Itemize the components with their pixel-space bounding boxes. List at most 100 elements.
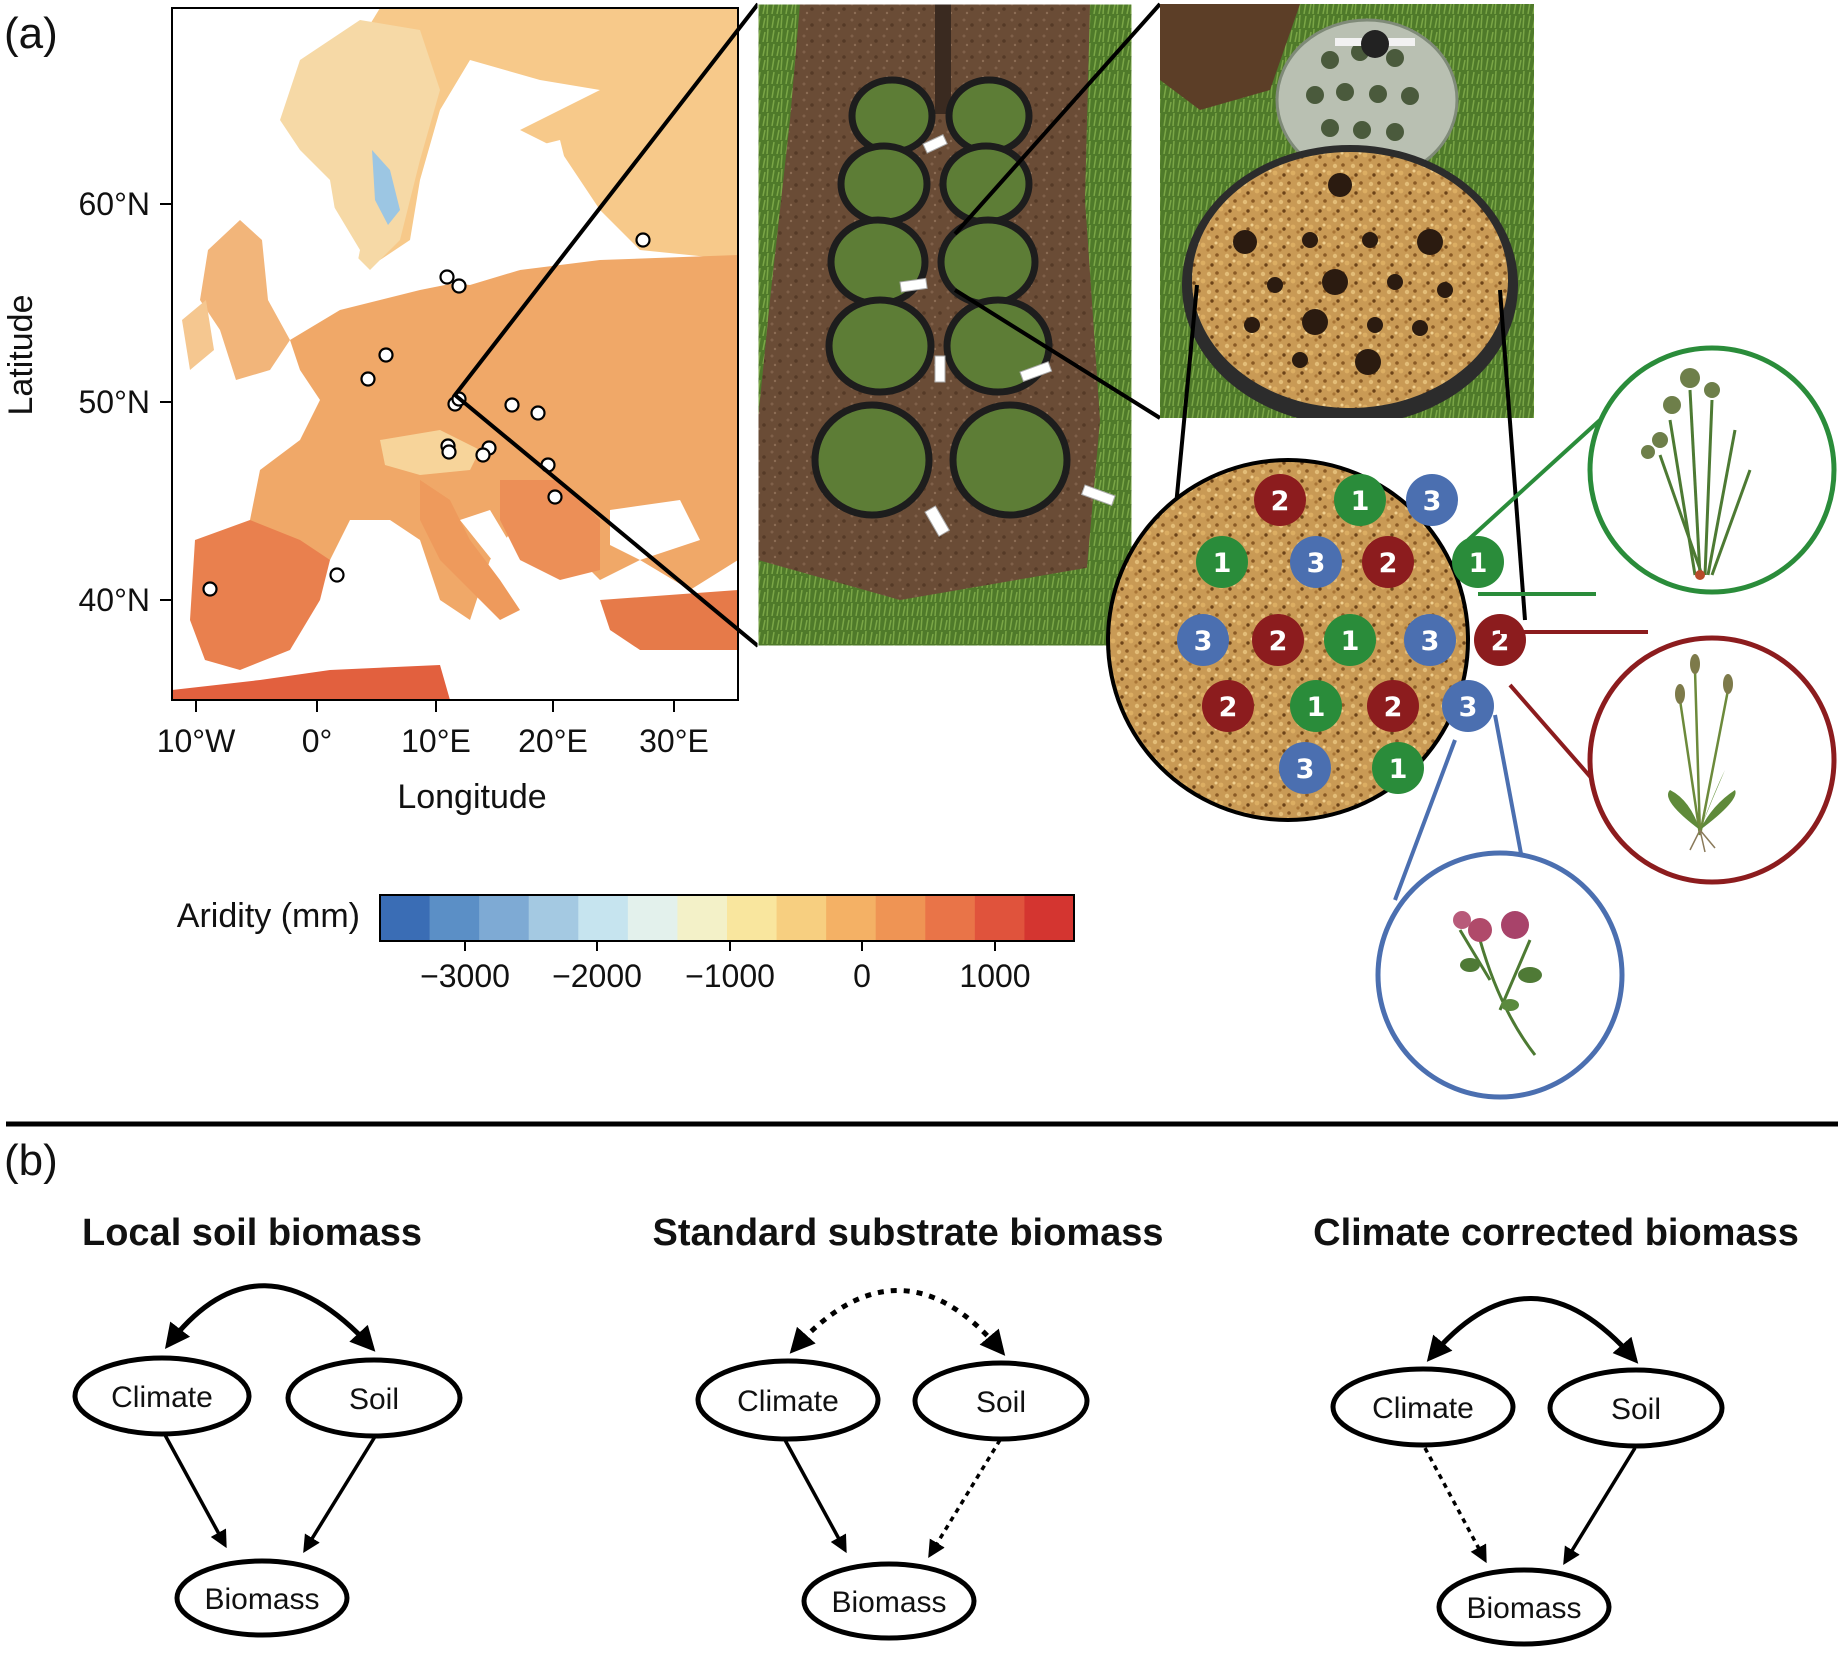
edge-soil-biomass bbox=[1563, 1447, 1637, 1565]
node-soil-label: Soil bbox=[349, 1383, 399, 1416]
node-biomass-label: Biomass bbox=[204, 1583, 319, 1616]
land-africa bbox=[172, 665, 450, 700]
colorbar-swatch bbox=[727, 895, 778, 941]
species-badge bbox=[1406, 474, 1458, 526]
site-marker bbox=[329, 567, 345, 583]
species-badge-number: 2 bbox=[1384, 692, 1403, 723]
species-badge-number: 2 bbox=[1379, 548, 1398, 579]
lon-tick-20e: 20°E bbox=[518, 723, 588, 759]
map-frame bbox=[171, 7, 739, 701]
node-climate bbox=[1330, 1366, 1516, 1448]
dag-local-soil-biomass: Local soil biomass Climate Soil Biomass bbox=[72, 1212, 463, 1638]
edge-climate-soil bbox=[1426, 1296, 1639, 1364]
node-soil-label: Soil bbox=[1611, 1393, 1661, 1426]
node-biomass bbox=[801, 1561, 977, 1641]
species-badge bbox=[1254, 474, 1306, 526]
land-iberia bbox=[190, 520, 330, 670]
alps-wet bbox=[380, 430, 480, 475]
site-marker bbox=[441, 444, 457, 460]
plantain-icon bbox=[1668, 654, 1736, 853]
pot-substrate bbox=[1192, 152, 1508, 408]
grass-species-circle bbox=[1587, 345, 1837, 595]
field-plots-photo-frame bbox=[757, 3, 1133, 647]
colorbar-swatch bbox=[528, 895, 579, 941]
plantain-species-circle bbox=[1587, 635, 1837, 885]
species-badge bbox=[1442, 680, 1494, 732]
land-scandinavia bbox=[280, 20, 440, 270]
species-badge bbox=[1202, 680, 1254, 732]
species-badge bbox=[1452, 536, 1504, 588]
node-soil bbox=[1547, 1367, 1725, 1449]
species-badge bbox=[1367, 680, 1419, 732]
site-marker bbox=[439, 269, 455, 285]
colorbar-swatch bbox=[776, 895, 827, 941]
site-markers bbox=[202, 232, 651, 597]
lat-axis-title: Latitude bbox=[2, 295, 40, 416]
site-marker bbox=[475, 447, 491, 463]
node-biomass bbox=[1436, 1567, 1612, 1647]
colorbar-tick-label: −3000 bbox=[420, 958, 510, 994]
species-badge bbox=[1252, 614, 1304, 666]
colorbar-swatches bbox=[380, 895, 1075, 941]
node-soil bbox=[285, 1357, 463, 1439]
species-badge-number: 3 bbox=[1421, 626, 1440, 657]
node-biomass-label: Biomass bbox=[831, 1586, 946, 1619]
zoom-lines-map-to-photo bbox=[453, 2, 760, 648]
land-turkey bbox=[600, 590, 738, 650]
north-sea bbox=[280, 200, 360, 320]
land-uk bbox=[200, 220, 290, 380]
lon-tick-10e: 10°E bbox=[401, 723, 471, 759]
lat-tick-40: 40°N bbox=[79, 582, 151, 618]
species-badge-number: 3 bbox=[1423, 486, 1442, 517]
colorbar-swatch bbox=[875, 895, 926, 941]
species-badge bbox=[1404, 614, 1456, 666]
colorbar-title: Aridity (mm) bbox=[177, 897, 360, 935]
species-badge bbox=[1324, 614, 1376, 666]
panel-b-label: (b) bbox=[4, 1136, 58, 1185]
clover-icon bbox=[1453, 911, 1542, 1056]
edge-soil-biomass bbox=[928, 1439, 1002, 1558]
lon-tick-30e: 30°E bbox=[639, 723, 709, 759]
colorbar-tick-label: −2000 bbox=[552, 958, 642, 994]
species-badge bbox=[1279, 742, 1331, 794]
species-badge-number: 1 bbox=[1307, 692, 1326, 723]
land-ireland bbox=[182, 300, 214, 370]
colorbar-swatch bbox=[925, 895, 976, 941]
aridity-map: 60°N 50°N 40°N Latitude 10°W 0° 10°E 20°… bbox=[2, 7, 739, 816]
scandinavia-wet bbox=[372, 150, 400, 225]
species-callout-lines bbox=[1393, 418, 1648, 956]
node-biomass bbox=[174, 1558, 350, 1638]
site-marker bbox=[360, 371, 376, 387]
node-soil-label: Soil bbox=[976, 1386, 1026, 1419]
species-badge-number: 2 bbox=[1269, 626, 1288, 657]
dag-climate-corrected-biomass: Climate corrected biomass Climate Soil B… bbox=[1313, 1212, 1799, 1647]
site-marker bbox=[202, 581, 218, 597]
species-badge-number: 3 bbox=[1307, 548, 1326, 579]
species-badge-number: 1 bbox=[1341, 626, 1360, 657]
site-marker bbox=[378, 347, 394, 363]
site-marker bbox=[504, 397, 520, 413]
zoom-lines-photo-to-pot bbox=[953, 2, 1162, 420]
colorbar-tick-label: 0 bbox=[853, 958, 871, 994]
species-badge-number: 3 bbox=[1194, 626, 1213, 657]
plot-rings bbox=[811, 76, 1071, 519]
colorbar-swatch bbox=[677, 895, 728, 941]
colorbar-tick-label: 1000 bbox=[959, 958, 1030, 994]
species-badge-number: 1 bbox=[1351, 486, 1370, 517]
dag-title: Climate corrected biomass bbox=[1313, 1212, 1799, 1254]
species-badge bbox=[1290, 536, 1342, 588]
land-italy bbox=[420, 480, 520, 620]
node-climate-label: Climate bbox=[737, 1385, 839, 1418]
node-soil bbox=[912, 1360, 1090, 1442]
edge-soil-biomass bbox=[303, 1434, 378, 1553]
species-badge bbox=[1334, 474, 1386, 526]
lon-tick-10w: 10°W bbox=[157, 723, 236, 759]
lon-axis-title: Longitude bbox=[397, 778, 546, 816]
colorbar-swatch bbox=[1024, 895, 1075, 941]
colorbar-swatch bbox=[429, 895, 480, 941]
edge-climate-biomass bbox=[1423, 1447, 1487, 1564]
node-climate-label: Climate bbox=[111, 1381, 213, 1414]
